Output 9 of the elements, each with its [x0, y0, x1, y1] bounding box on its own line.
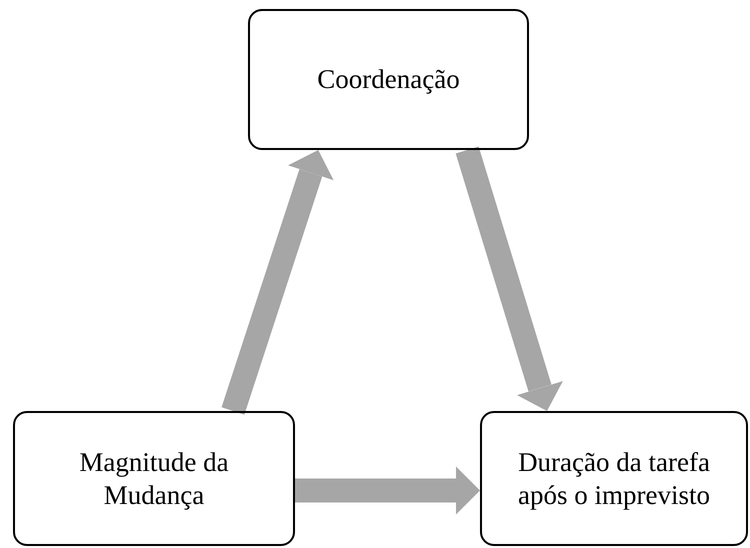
block-arrow — [222, 150, 334, 415]
block-arrow — [456, 146, 563, 411]
block-arrow — [295, 466, 480, 514]
node-label: Coordenação — [317, 63, 460, 96]
rounded-box — [13, 411, 295, 546]
node-label: Magnitude da Mudança — [78, 446, 230, 512]
rounded-box — [480, 411, 748, 546]
node-label: Duração da tarefa após o imprevisto — [517, 446, 711, 512]
rounded-box — [248, 9, 529, 150]
